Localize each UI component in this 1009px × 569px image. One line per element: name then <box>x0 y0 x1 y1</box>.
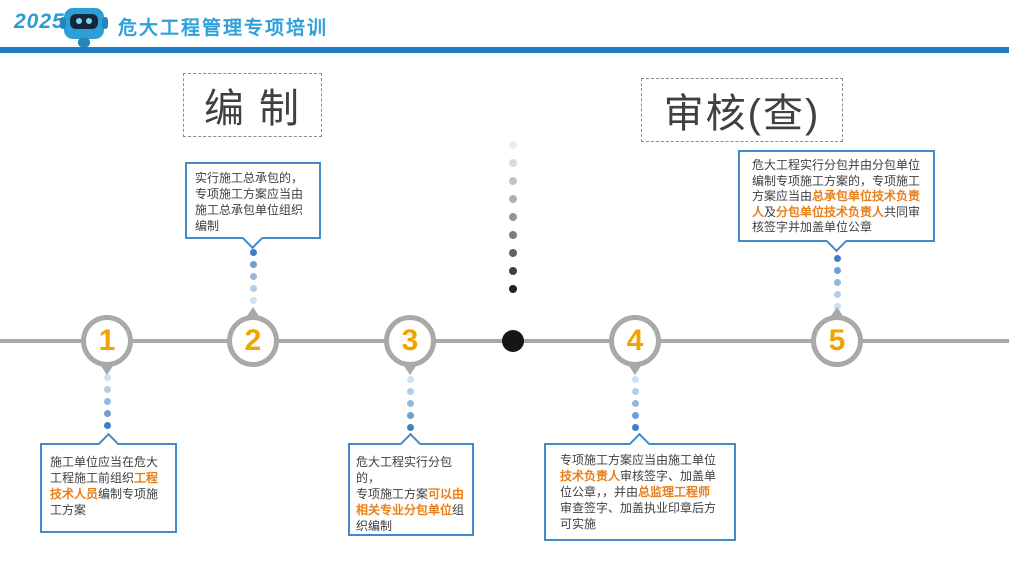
connector-dots-3 <box>407 376 414 436</box>
year-label: 2025 <box>14 10 65 33</box>
connector-dots-1 <box>104 374 111 434</box>
step-pin-2: 2 <box>227 307 279 367</box>
step-pin-3: 3 <box>384 315 436 375</box>
header-divider <box>0 47 1009 53</box>
timeline-midpoint-dot <box>502 330 524 352</box>
callout-step-3: 危大工程实行分包的， 专项施工方案可以由 相关专业分包单位组 织编制 <box>348 443 474 536</box>
robot-icon <box>60 8 108 47</box>
step-number: 5 <box>828 324 846 357</box>
step-number: 3 <box>401 324 419 357</box>
callout-step-5: 危大工程实行分包并由分包单位 编制专项施工方案的，专项施工 方案应当由总承包单位… <box>738 150 935 242</box>
page-title: 危大工程管理专项培训 <box>118 18 329 39</box>
callout-step-2: 实行施工总承包的， 专项施工方案应当由 施工总承包单位组织 编制 <box>185 162 321 239</box>
connector-dots-4 <box>632 376 639 436</box>
callout-step-4: 专项施工方案应当由施工单位 技术负责人审核签字、加盖单 位公章，，并由总监理工程… <box>544 443 736 541</box>
step-pin-4: 4 <box>609 315 661 375</box>
step-pin-5: 5 <box>811 307 863 367</box>
connector-dots-5 <box>834 255 841 315</box>
step-number: 2 <box>244 324 262 357</box>
step-number: 1 <box>98 324 116 357</box>
section-label-review: 审核(查) <box>641 78 843 142</box>
section-label-compile: 编 制 <box>183 73 322 137</box>
step-pin-1: 1 <box>81 315 133 375</box>
step-number: 4 <box>626 324 644 357</box>
fading-dots-column <box>509 141 517 303</box>
callout-step-1: 施工单位应当在危大 工程施工前组织工程 技术人员编制专项施 工方案 <box>40 443 177 533</box>
connector-dots-2 <box>250 249 257 309</box>
